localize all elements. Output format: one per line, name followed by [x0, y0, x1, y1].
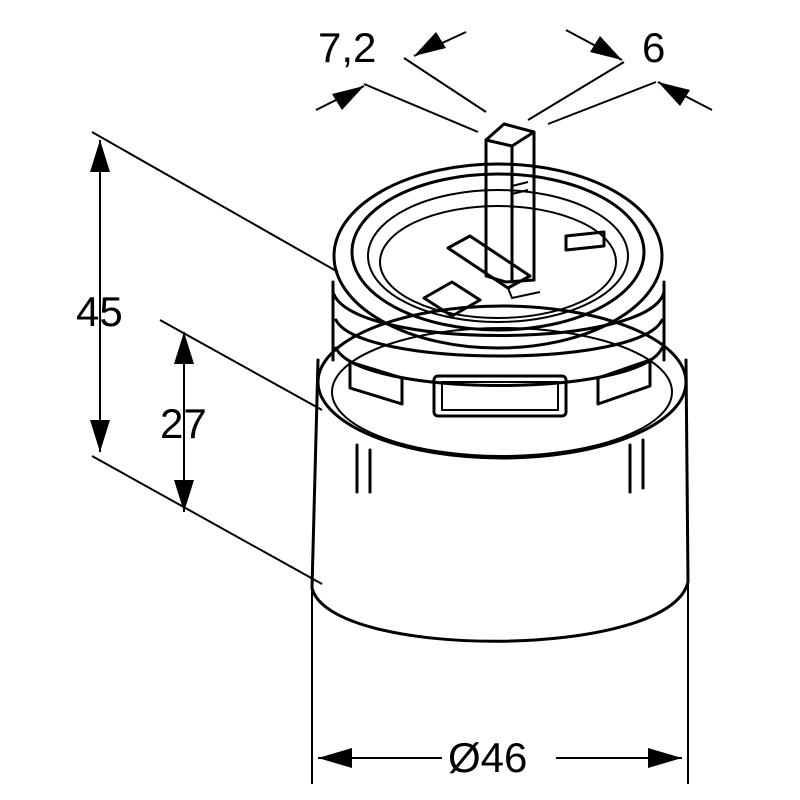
dimension-body-height: 27 — [160, 400, 207, 447]
dimension-diameter: Ø46 — [448, 734, 527, 781]
spindle — [484, 122, 536, 284]
dimension-lines — [90, 29, 713, 784]
dimension-spindle-width: 6 — [642, 24, 665, 71]
dimension-overall-height: 45 — [76, 288, 123, 335]
cartridge-body — [310, 162, 690, 643]
dimension-spindle-length: 7,2 — [318, 24, 376, 71]
